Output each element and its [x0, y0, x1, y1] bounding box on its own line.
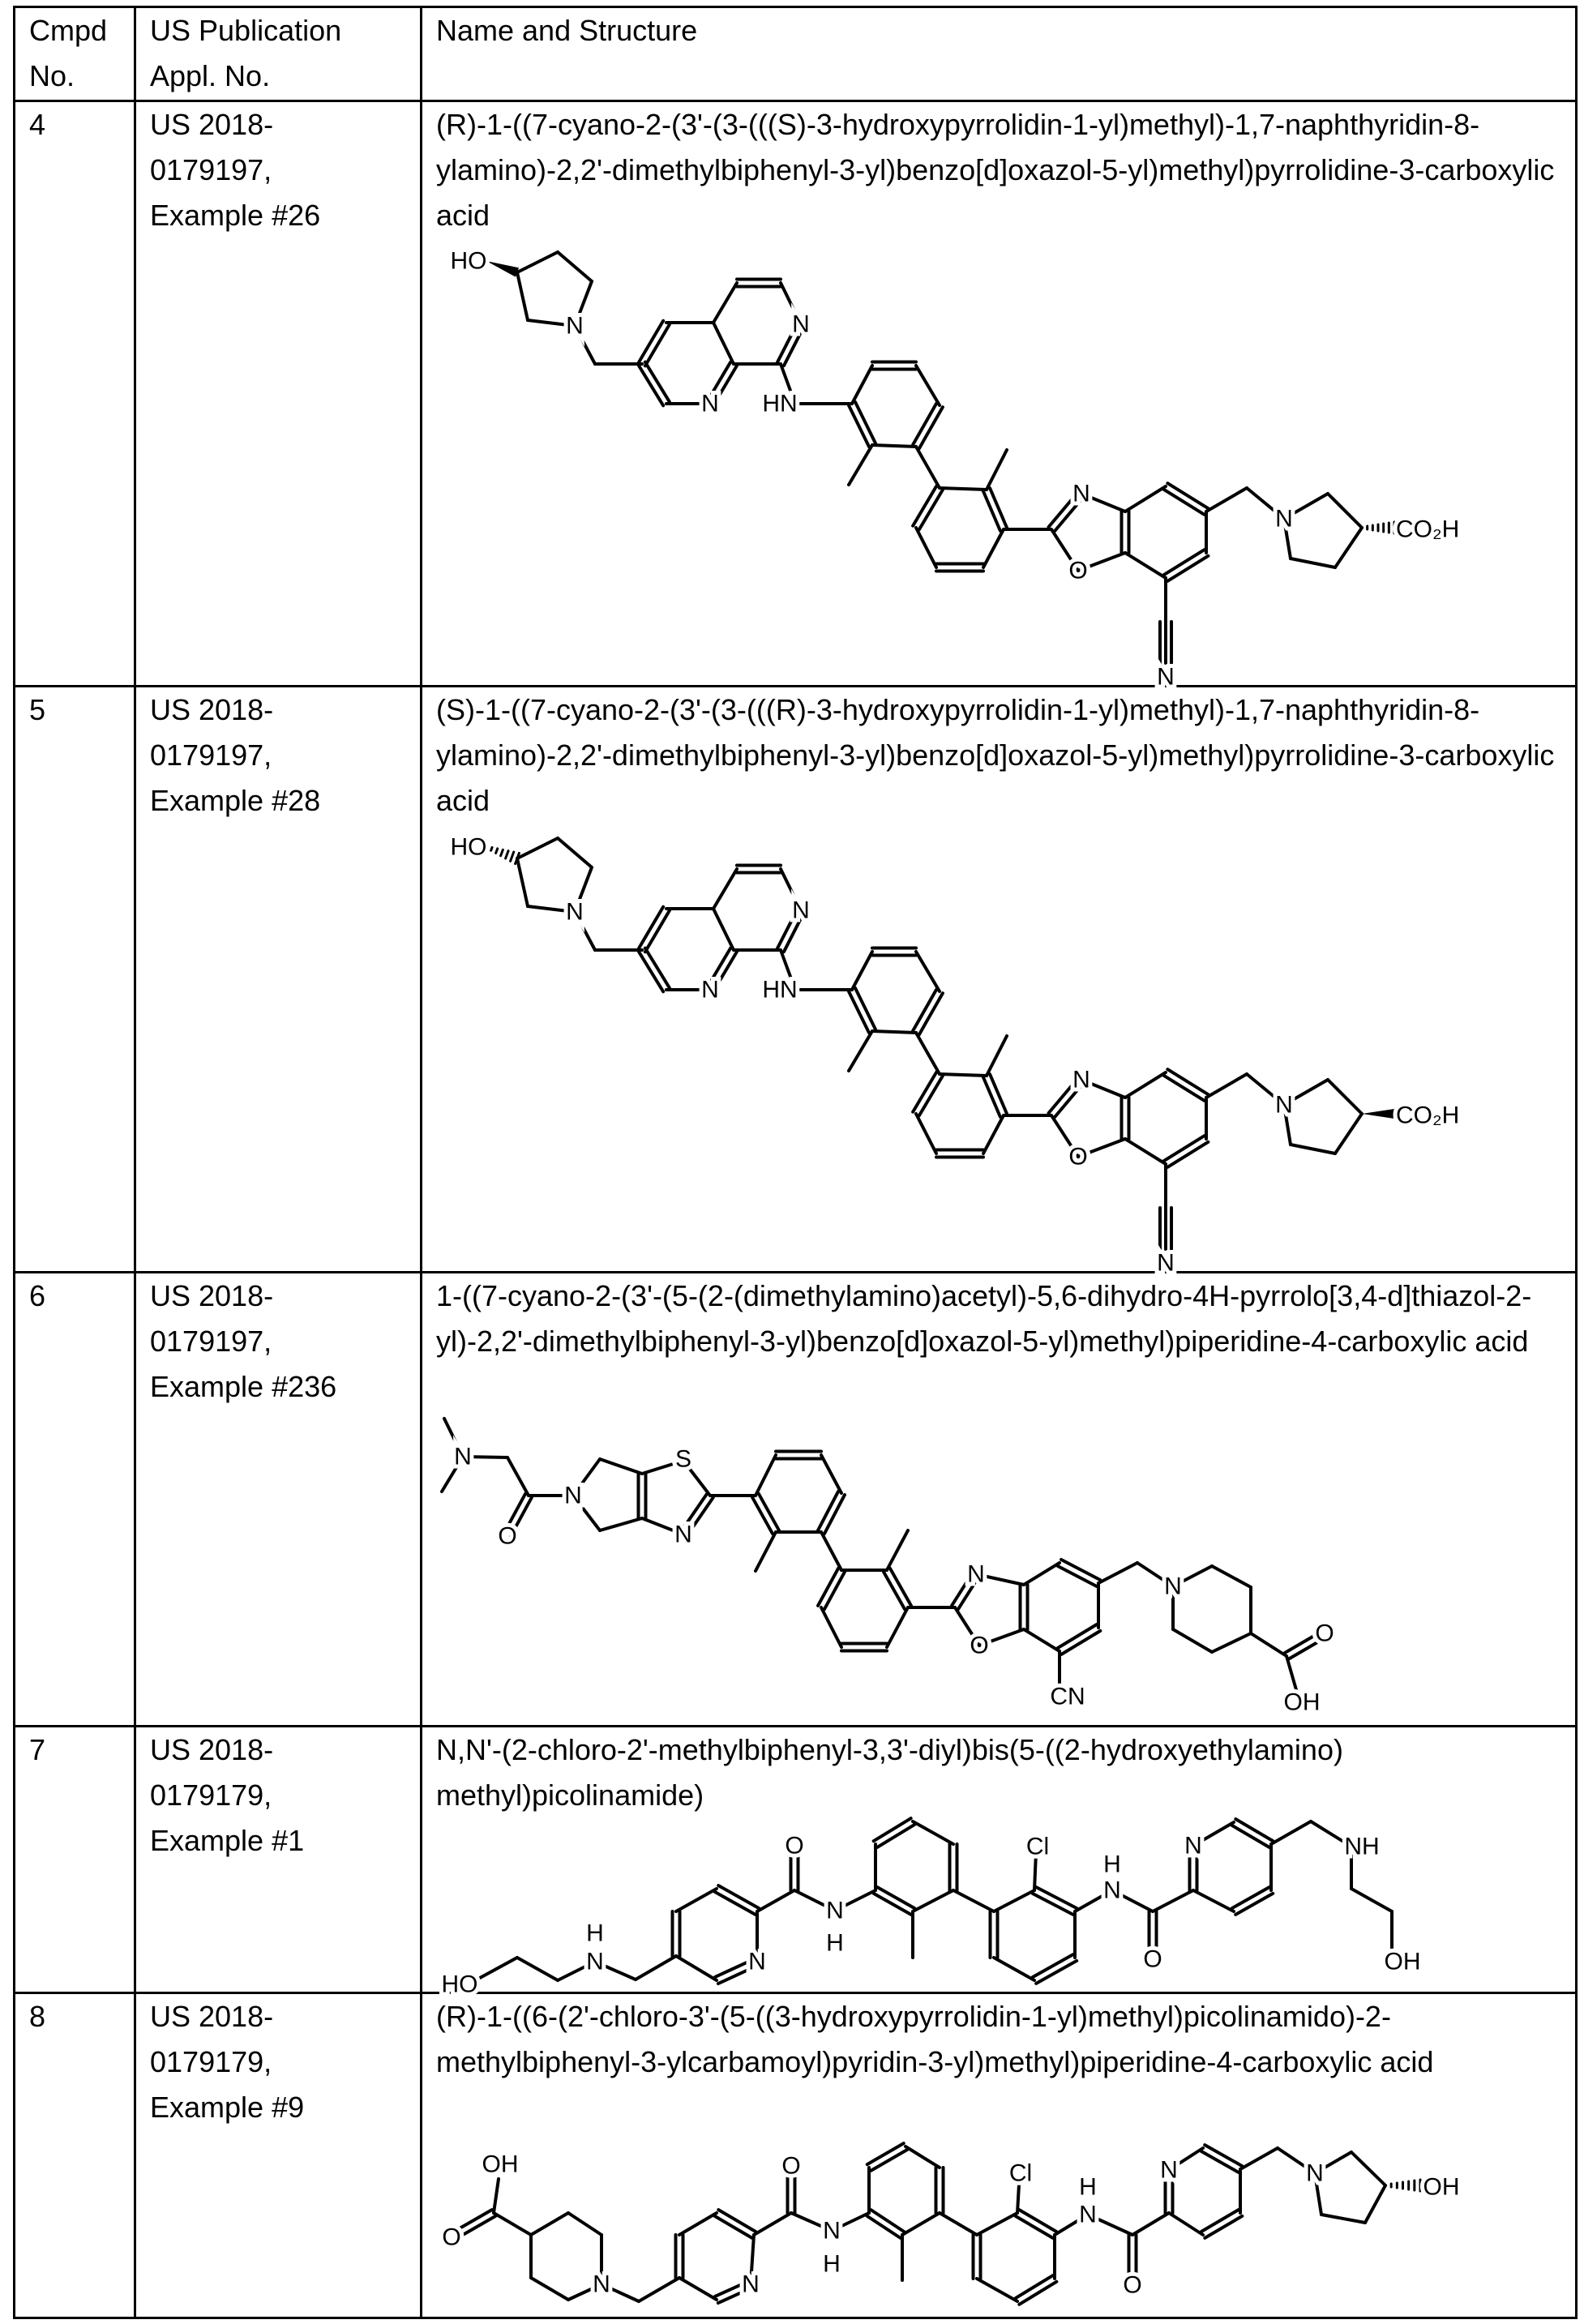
row-6-publication: US 2018-0179197, Example #236: [134, 1271, 422, 1727]
row-7-publication: US 2018-0179179, Example #1: [134, 1725, 422, 1994]
row-5-cmpd: 5: [13, 685, 136, 1273]
header-publication: US Publication Appl. No.: [134, 6, 422, 102]
publication-number: US 2018-0179179, Example #9: [150, 1994, 355, 2130]
compound-name: 1-((7-cyano-2-(3'-(5-(2-(dimethylamino)a…: [436, 1273, 1562, 1364]
header-label: Name and Structure: [436, 8, 1562, 53]
row-6-cmpd: 6: [13, 1271, 136, 1727]
row-5-name: (S)-1-((7-cyano-2-(3'-(3-(((R)-3-hydroxy…: [420, 685, 1578, 1273]
row-4-publication: US 2018-0179197, Example #26: [134, 100, 422, 687]
row-8-cmpd: 8: [13, 1992, 136, 2319]
row-8-name: (R)-1-((6-(2'-chloro-3'-(5-((3-hydroxypy…: [420, 1992, 1578, 2319]
header-name-structure: Name and Structure: [420, 6, 1578, 102]
cmpd-number: 6: [29, 1273, 121, 1319]
publication-number: US 2018-0179197, Example #26: [150, 102, 355, 238]
compound-name: N,N'-(2-chloro-2'-methylbiphenyl-3,3'-di…: [436, 1727, 1562, 1818]
row-7-cmpd: 7: [13, 1725, 136, 1994]
cmpd-number: 5: [29, 687, 121, 733]
compound-name: (R)-1-((7-cyano-2-(3'-(3-(((S)-3-hydroxy…: [436, 102, 1562, 238]
row-7-name: N,N'-(2-chloro-2'-methylbiphenyl-3,3'-di…: [420, 1725, 1578, 1994]
header-cmpd-no: Cmpd No.: [13, 6, 136, 102]
header-label: US Publication Appl. No.: [150, 8, 355, 99]
cmpd-number: 8: [29, 1994, 121, 2039]
publication-number: US 2018-0179179, Example #1: [150, 1727, 355, 1864]
cmpd-number: 7: [29, 1727, 121, 1773]
row-4-cmpd: 4: [13, 100, 136, 687]
compound-name: (S)-1-((7-cyano-2-(3'-(3-(((R)-3-hydroxy…: [436, 687, 1562, 824]
compound-name: (R)-1-((6-(2'-chloro-3'-(5-((3-hydroxypy…: [436, 1994, 1562, 2085]
publication-number: US 2018-0179197, Example #236: [150, 1273, 355, 1410]
row-6-name: 1-((7-cyano-2-(3'-(5-(2-(dimethylamino)a…: [420, 1271, 1578, 1727]
header-label: Cmpd No.: [29, 8, 121, 99]
row-8-publication: US 2018-0179179, Example #9: [134, 1992, 422, 2319]
cmpd-number: 4: [29, 102, 121, 148]
row-4-name: (R)-1-((7-cyano-2-(3'-(3-(((S)-3-hydroxy…: [420, 100, 1578, 687]
row-5-publication: US 2018-0179197, Example #28: [134, 685, 422, 1273]
publication-number: US 2018-0179197, Example #28: [150, 687, 355, 824]
